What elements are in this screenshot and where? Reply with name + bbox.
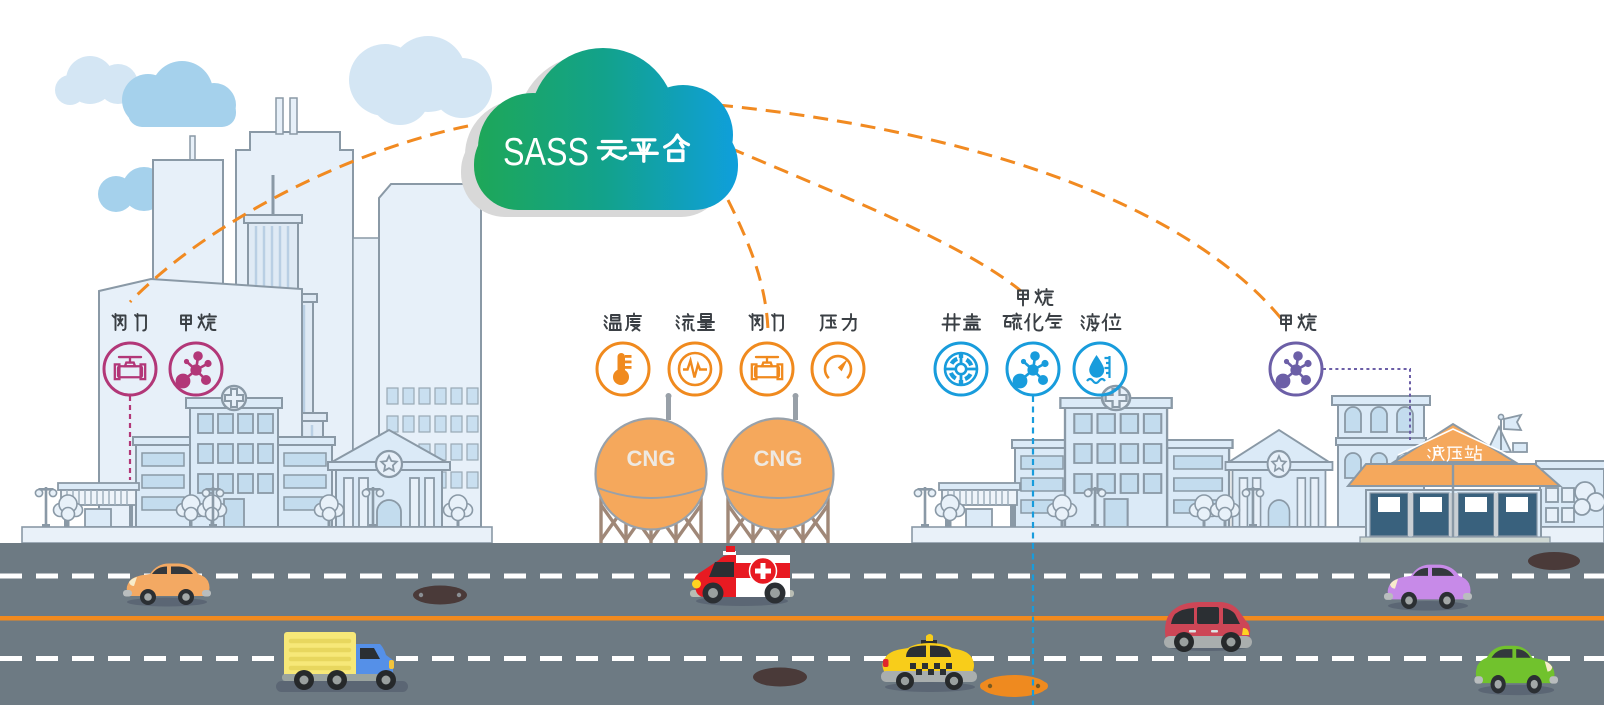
svg-text:SASS: SASS bbox=[503, 131, 589, 174]
svg-text:CNG: CNG bbox=[754, 446, 803, 471]
svg-text:CNG: CNG bbox=[627, 446, 676, 471]
